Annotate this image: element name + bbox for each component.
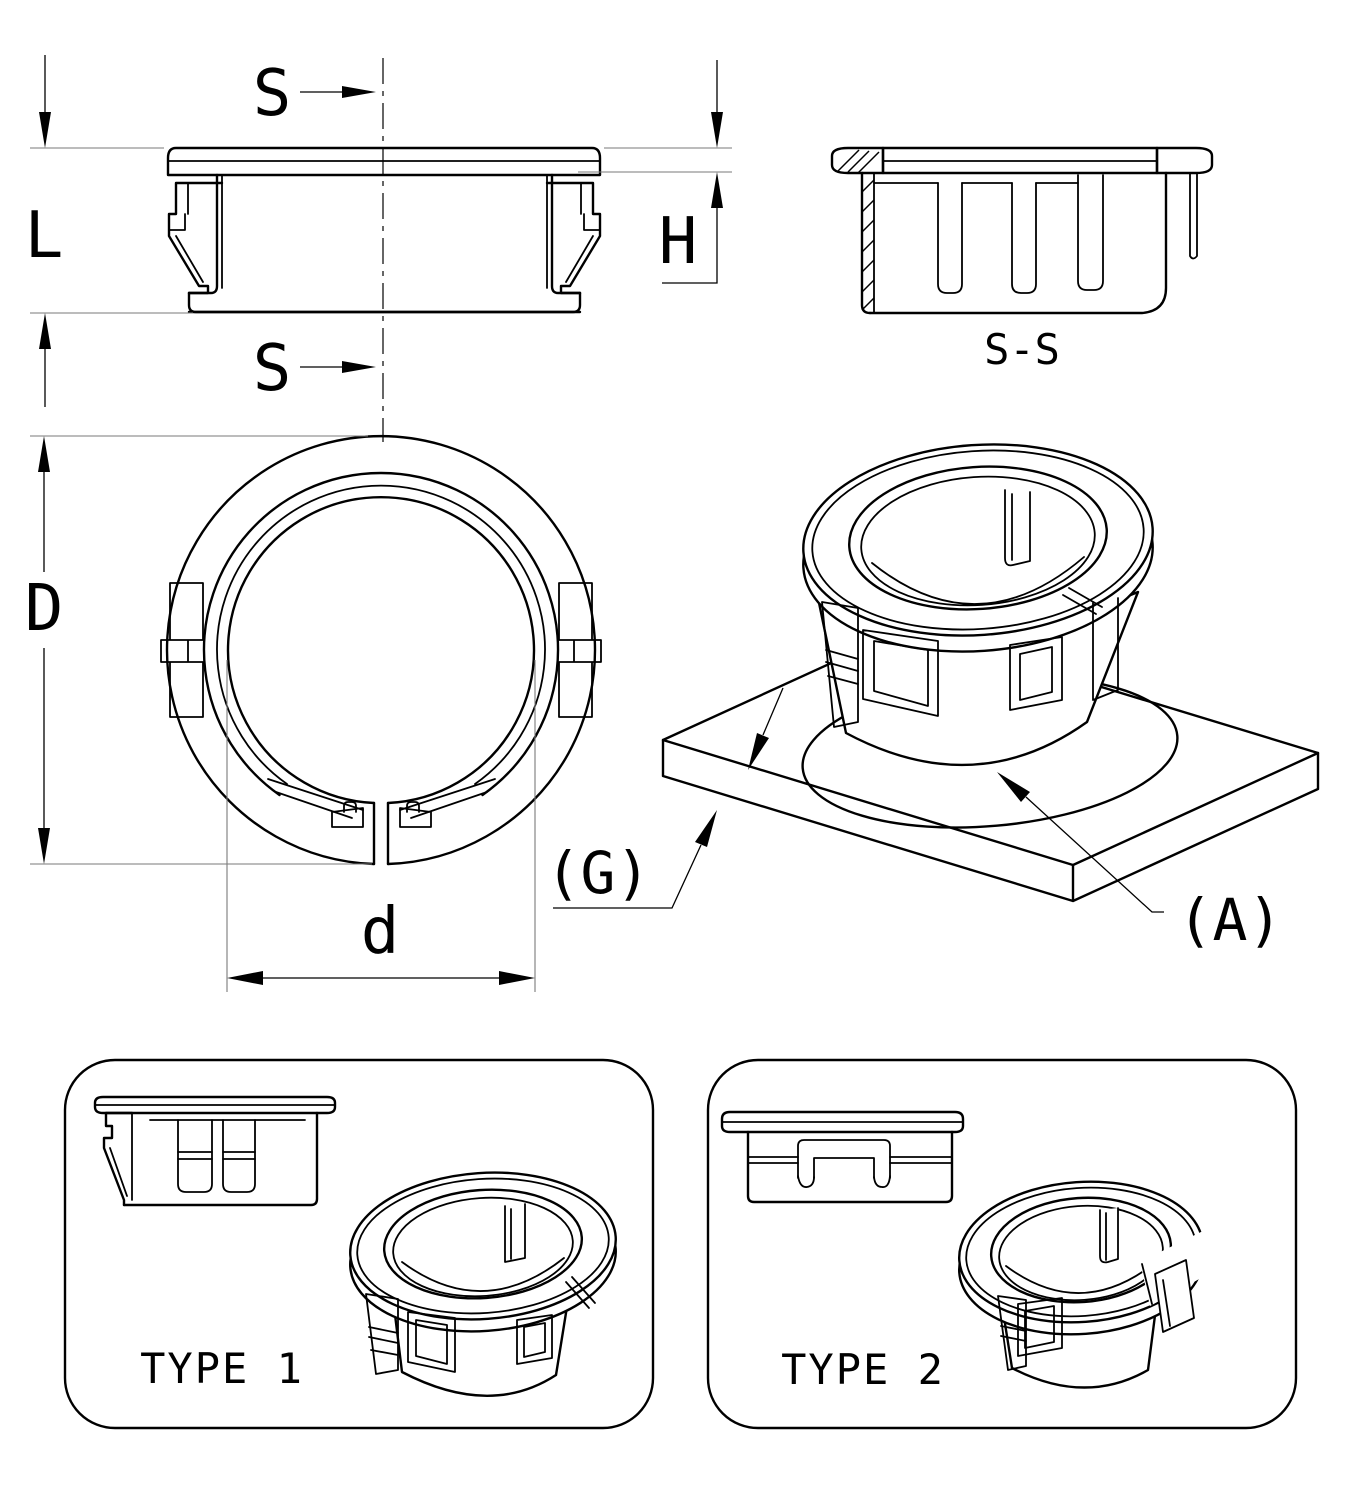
section-arrow-bottom xyxy=(342,361,376,373)
section-arrow-top xyxy=(342,86,376,98)
section-cut-marker-bottom: S xyxy=(253,332,376,406)
type1-side-view xyxy=(93,1095,337,1207)
label-dim-D: D xyxy=(25,572,64,646)
label-ref-A: (A) xyxy=(1178,886,1283,954)
reference-A: (A) xyxy=(997,772,1282,954)
label-ref-G: (G) xyxy=(546,839,651,907)
bushing-3d xyxy=(802,443,1154,767)
label-dim-H: H xyxy=(659,205,698,279)
type1-variant-panel: TYPE 1 xyxy=(63,1058,655,1430)
panel xyxy=(661,626,1320,903)
front-view: D d xyxy=(25,434,602,992)
type2-variant-panel: TYPE 2 xyxy=(706,1058,1298,1430)
label-section-ss: S-S xyxy=(984,325,1060,374)
section-cut-marker-top: S xyxy=(253,57,376,131)
label-section-s-bottom: S xyxy=(253,332,292,406)
section-ss-view: S-S xyxy=(830,146,1214,374)
type2-iso-view xyxy=(957,1180,1212,1389)
type2-border xyxy=(706,1058,1298,1430)
label-dim-L: L xyxy=(25,199,64,273)
label-type2: TYPE 2 xyxy=(781,1345,945,1394)
type1-iso-view xyxy=(349,1171,617,1397)
dimension-H: H xyxy=(578,60,732,284)
reference-G: (G) xyxy=(546,687,784,909)
side-elevation-view: S S L H xyxy=(25,55,732,442)
label-section-s-top: S xyxy=(253,57,292,131)
type1-border xyxy=(63,1058,655,1430)
type2-side-view xyxy=(720,1110,965,1204)
dimension-L: L xyxy=(25,55,193,407)
dimension-d: d xyxy=(226,660,536,992)
isometric-installed-view: (G) (A) xyxy=(546,443,1320,954)
label-dim-d: d xyxy=(361,895,400,969)
label-type1: TYPE 1 xyxy=(140,1344,304,1393)
dimension-D: D xyxy=(25,435,372,865)
